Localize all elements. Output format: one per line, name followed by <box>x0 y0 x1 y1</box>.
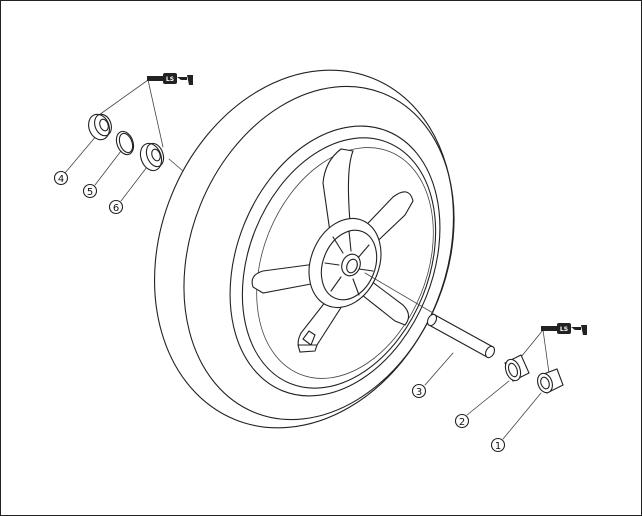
svg-text:6: 6 <box>113 203 119 214</box>
svg-text:2: 2 <box>459 417 465 428</box>
rim-outer-lip <box>229 125 441 397</box>
part-5-circlip <box>115 130 135 156</box>
callout-5: 5 <box>82 183 98 199</box>
rim-inner-lip <box>241 137 437 389</box>
valve-stem <box>297 330 318 353</box>
svg-text:5: 5 <box>87 187 93 198</box>
svg-text:1: 1 <box>495 441 501 452</box>
lubricant-grease-icon: LS <box>541 323 587 335</box>
tire-outline <box>154 69 454 429</box>
part-1-oil-seal <box>537 368 564 394</box>
hub-ribs <box>324 230 374 296</box>
lubricant-grease-icon: LS <box>147 73 193 85</box>
leader-lines <box>64 79 550 440</box>
part-3-spacer <box>426 313 496 359</box>
callout-2: 2 <box>454 413 470 429</box>
part-6-bearing <box>139 142 165 172</box>
part-2-needle-bearing <box>504 354 530 382</box>
svg-text:3: 3 <box>416 387 422 398</box>
callout-1: 1 <box>490 437 506 453</box>
callout-3: 3 <box>411 383 427 399</box>
lubricant-label: LS <box>166 76 174 83</box>
lubricant-label: LS <box>560 326 568 333</box>
rear-wheel <box>154 69 455 429</box>
hub-flange <box>320 229 378 301</box>
hub-bore-inner <box>346 258 358 274</box>
svg-text:4: 4 <box>58 174 64 185</box>
rim-well <box>256 147 434 379</box>
callout-6: 6 <box>108 199 124 215</box>
tire-tread-edge <box>183 85 455 421</box>
part-4-oil-seal <box>88 113 112 141</box>
callout-4: 4 <box>53 170 69 186</box>
